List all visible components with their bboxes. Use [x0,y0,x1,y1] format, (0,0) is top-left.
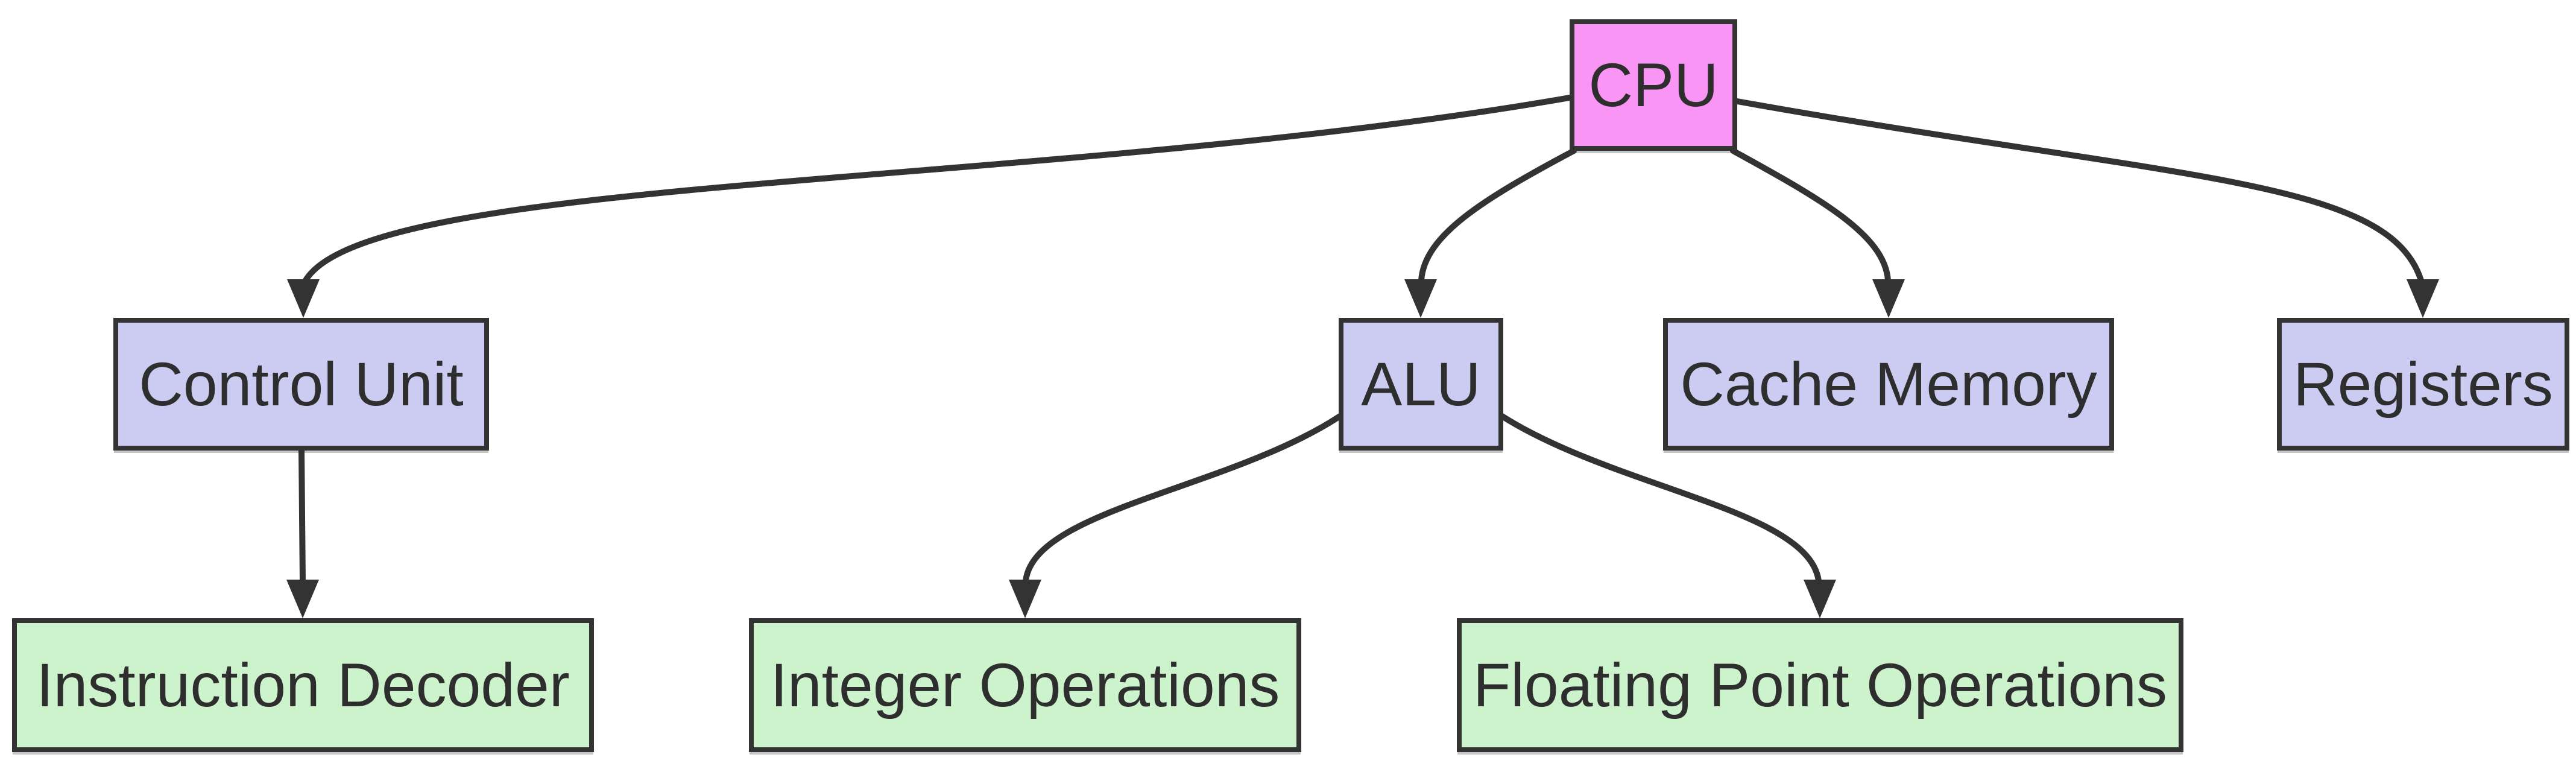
arrowhead-cache-memory [1872,279,1905,318]
node-cpu-label: CPU [1588,50,1719,119]
node-cache-memory-label: Cache Memory [1680,349,2097,419]
edge-alu-to-integer-operations [1023,413,1343,584]
edge-cpu-to-cache-memory [1730,148,1891,283]
node-cpu: CPU [1570,19,1737,151]
node-registers: Registers [2277,318,2569,451]
node-control-unit-label: Control Unit [139,349,464,419]
arrowhead-alu [1404,279,1437,318]
edge-cpu-to-control-unit [301,95,1573,285]
arrowhead-instruction-decoder [286,580,319,618]
edge-control-unit-to-instruction-decoder [298,448,306,584]
node-instruction-decoder-label: Instruction Decoder [36,650,570,720]
node-floating-point-operations: Floating Point Operations [1457,618,2183,752]
node-control-unit: Control Unit [113,318,489,451]
node-alu-label: ALU [1361,349,1481,419]
node-integer-operations-label: Integer Operations [770,650,1280,720]
arrowhead-control-unit [287,279,320,318]
arrowhead-floating-point-operations [1804,580,1836,618]
edge-cpu-to-registers [1734,98,2425,285]
node-integer-operations: Integer Operations [749,618,1301,752]
arrowhead-registers [2407,279,2439,318]
node-floating-point-operations-label: Floating Point Operations [1473,650,2167,720]
edge-cpu-to-alu [1418,148,1577,283]
arrowhead-integer-operations [1009,580,1041,618]
edge-alu-to-floating-point-operations [1499,413,1822,584]
node-cache-memory: Cache Memory [1663,318,2114,451]
node-instruction-decoder: Instruction Decoder [12,618,594,752]
node-registers-label: Registers [2293,349,2553,419]
node-alu: ALU [1339,318,1503,451]
